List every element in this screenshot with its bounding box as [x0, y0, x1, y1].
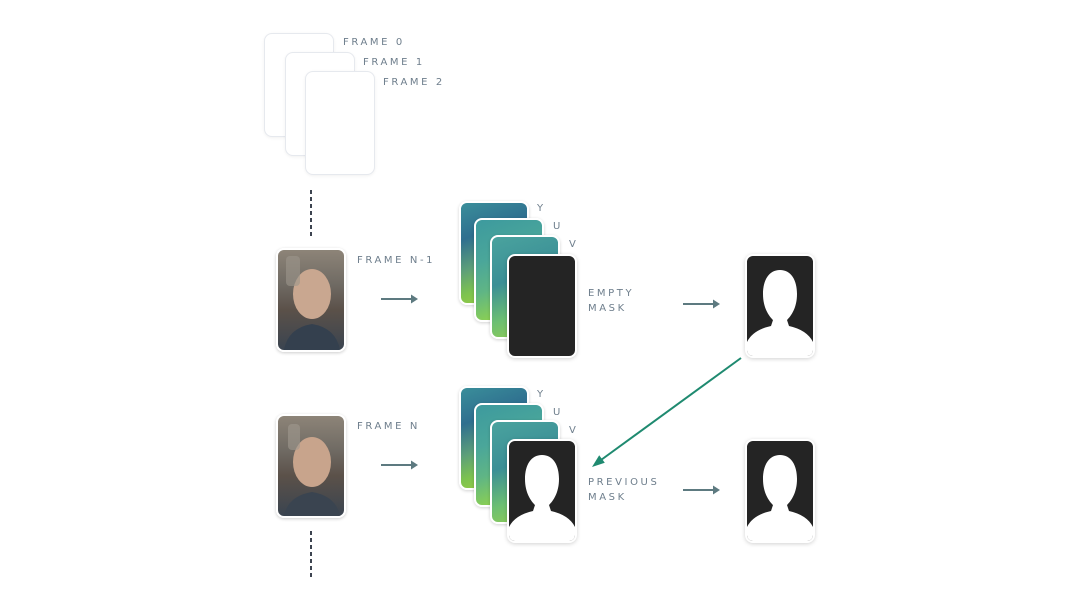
- channel-y-label-row1: Y: [537, 203, 546, 214]
- ellipsis-bottom: [310, 531, 312, 577]
- previous-mask-label-line1: PREVIOUS: [588, 477, 660, 488]
- frame-2-label: FRAME 2: [383, 77, 445, 88]
- channel-u-label-row2: U: [553, 407, 563, 418]
- previous-mask-card: [507, 439, 577, 543]
- silhouette-icon: [747, 270, 813, 356]
- arrow-row1-to-yuv: [381, 294, 418, 304]
- empty-mask-card: [507, 254, 577, 358]
- silhouette-icon: [747, 455, 813, 541]
- frame-1-label: FRAME 1: [363, 57, 425, 68]
- frame-n-minus-1-label: FRAME N-1: [357, 255, 436, 266]
- output-mask-row1: [745, 254, 815, 358]
- channel-v-label-row2: V: [569, 425, 579, 436]
- frame-2-card: [305, 71, 375, 175]
- frame-n-image: [276, 414, 346, 518]
- empty-mask-label-line2: MASK: [588, 303, 627, 314]
- frame-0-label: FRAME 0: [343, 37, 405, 48]
- output-mask-row2: [745, 439, 815, 543]
- previous-mask-label-line2: MASK: [588, 492, 627, 503]
- empty-mask-label-line1: EMPTY: [588, 288, 635, 299]
- face-photo-icon: [284, 256, 340, 350]
- face-photo-icon: [284, 424, 340, 516]
- channel-v-label-row1: V: [569, 239, 579, 250]
- ellipsis-top: [310, 190, 312, 236]
- silhouette-icon: [509, 455, 575, 541]
- frame-n-label: FRAME N: [357, 421, 420, 432]
- arrow-row2-to-output: [683, 485, 720, 495]
- frame-n-minus-1-image: [276, 248, 346, 352]
- arrow-row2-to-yuv: [381, 460, 418, 470]
- arrow-row1-to-output: [683, 299, 720, 309]
- feedback-arrow: [592, 357, 742, 467]
- channel-y-label-row2: Y: [537, 389, 546, 400]
- channel-u-label-row1: U: [553, 221, 563, 232]
